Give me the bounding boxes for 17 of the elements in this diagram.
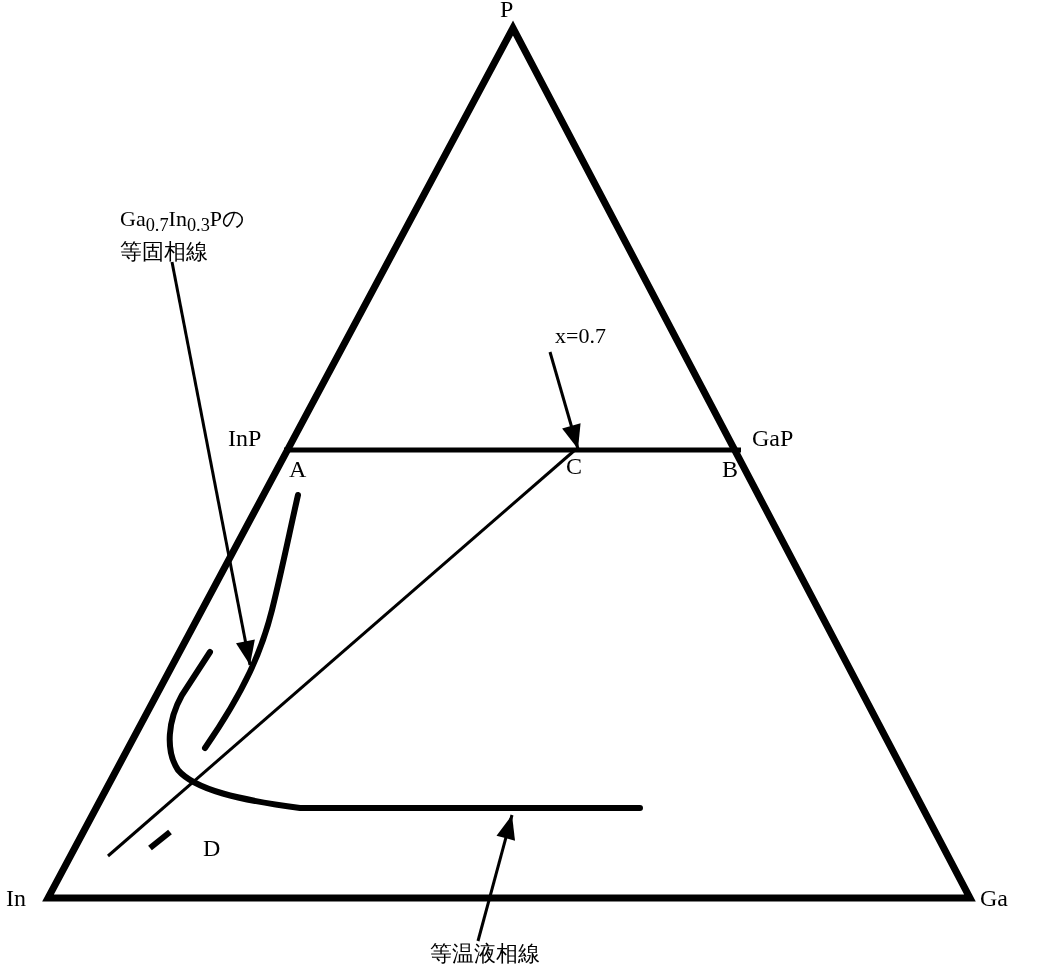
leader-line xyxy=(548,351,581,450)
vertex-label: In xyxy=(6,885,26,913)
point-label: A xyxy=(289,456,307,484)
callout-text: x=0.7 xyxy=(555,322,606,351)
point-label: D xyxy=(203,835,221,863)
leader-line xyxy=(170,261,255,666)
phase-boundary-curve xyxy=(202,492,301,751)
leader-line xyxy=(476,814,515,942)
compound-label: InP xyxy=(228,425,262,453)
point-label: B xyxy=(722,456,738,484)
phase-boundary-curve xyxy=(166,649,643,811)
vertex-label: Ga xyxy=(980,885,1008,913)
point-label: C xyxy=(566,447,582,486)
callout-text: Ga$_{0.7}$In$_{0.3}$Pの等固相線 xyxy=(120,205,260,267)
compound-label: GaP xyxy=(752,425,794,453)
callout-text: 等温液相線 xyxy=(430,940,540,969)
vertex-label: P xyxy=(500,0,514,24)
